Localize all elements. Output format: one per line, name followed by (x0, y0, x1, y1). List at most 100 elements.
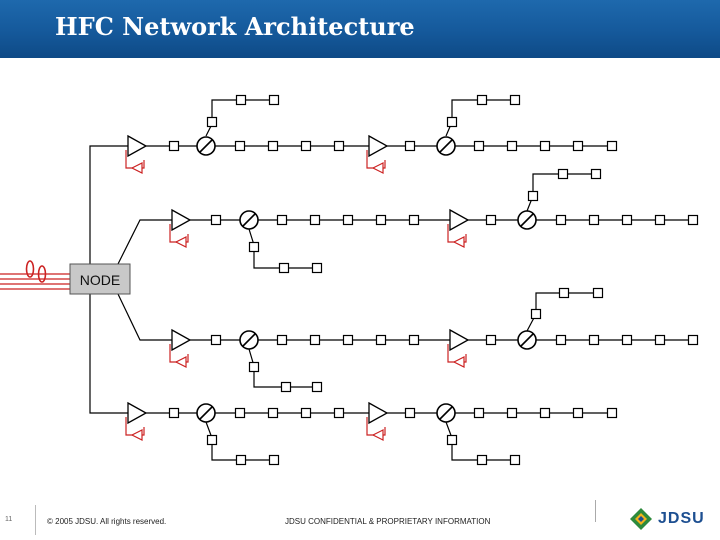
subscriber-box (248, 361, 260, 373)
subscriber-box (375, 334, 387, 346)
logo-text: JDSU (658, 510, 705, 527)
title-bar: HFC Network Architecture (0, 0, 720, 58)
tap-slash (520, 333, 534, 347)
subscriber-box (309, 214, 321, 226)
slide-title: HFC Network Architecture (55, 12, 415, 41)
footer-divider (35, 505, 36, 535)
subscriber-box (506, 140, 518, 152)
subscriber-box (539, 407, 551, 419)
cable-line (117, 293, 172, 341)
subscriber-box (473, 407, 485, 419)
subscriber-box (280, 381, 292, 393)
subscriber-box (509, 454, 521, 466)
subscriber-box (592, 287, 604, 299)
subscriber-drops (168, 94, 699, 466)
subscriber-box (527, 190, 539, 202)
confidential-text: JDSU CONFIDENTIAL & PROPRIETARY INFORMAT… (285, 517, 491, 526)
subscriber-box (485, 214, 497, 226)
amplifier (449, 208, 470, 232)
subscriber-box (606, 140, 618, 152)
cable-lines (89, 99, 695, 461)
cable-line (117, 219, 172, 265)
jdsu-logo-icon (630, 508, 652, 530)
subscriber-box (300, 407, 312, 419)
subscriber-box (446, 434, 458, 446)
amp-return-arrow (130, 429, 143, 441)
tap-slash (439, 139, 453, 153)
subscriber-box (234, 140, 246, 152)
subscriber-box (342, 214, 354, 226)
subscriber-box (268, 454, 280, 466)
cable-line (89, 145, 128, 264)
cable-line (248, 348, 317, 388)
tap-slash (520, 213, 534, 227)
subscriber-box (687, 334, 699, 346)
amplifier (368, 134, 389, 158)
amp-return-arrow (371, 429, 384, 441)
amplifier (127, 401, 148, 425)
node-box: NODE (69, 263, 131, 295)
subscriber-box (506, 407, 518, 419)
amp-return-arrow (130, 162, 143, 174)
subscriber-box (300, 140, 312, 152)
subscriber-box (404, 140, 416, 152)
node-label: NODE (80, 272, 120, 288)
subscriber-box (539, 140, 551, 152)
subscriber-box (590, 168, 602, 180)
amp-return-arrow (452, 236, 465, 248)
tap-slash (199, 139, 213, 153)
subscriber-box (268, 94, 280, 106)
subscriber-box (621, 214, 633, 226)
subscriber-box (333, 140, 345, 152)
amp-return-arrow (371, 162, 384, 174)
subscriber-box (168, 140, 180, 152)
subscriber-box (311, 381, 323, 393)
subscriber-box (276, 334, 288, 346)
subscriber-box (206, 116, 218, 128)
cable-line (89, 294, 128, 414)
subscriber-box (311, 262, 323, 274)
tap-slash (439, 406, 453, 420)
subscriber-box (476, 454, 488, 466)
subscriber-box (485, 334, 497, 346)
subscriber-box (588, 334, 600, 346)
amplifier (449, 328, 470, 352)
subscriber-box (234, 407, 246, 419)
fiber-coil (25, 260, 35, 278)
subscriber-box (530, 308, 542, 320)
jdsu-logo: JDSU (628, 506, 710, 532)
taps (196, 136, 537, 423)
subscriber-box (408, 334, 420, 346)
subscriber-box (446, 116, 458, 128)
page-number: 11 (5, 516, 13, 523)
subscriber-box (342, 334, 354, 346)
subscriber-box (333, 407, 345, 419)
amplifiers (125, 134, 470, 441)
fiber-feed (0, 260, 70, 290)
subscriber-box (555, 334, 567, 346)
subscriber-box (654, 334, 666, 346)
subscriber-box (408, 214, 420, 226)
amp-return-arrow (452, 356, 465, 368)
amplifier (127, 134, 148, 158)
footer-divider-right (595, 500, 596, 522)
subscriber-box (572, 140, 584, 152)
subscriber-box (509, 94, 521, 106)
subscriber-box (248, 241, 260, 253)
amplifier (171, 208, 192, 232)
cable-line (248, 228, 317, 269)
subscriber-box (210, 334, 222, 346)
amp-return-arrow (174, 356, 187, 368)
copyright-text: © 2005 JDSU. All rights reserved. (47, 517, 167, 526)
subscriber-box (588, 214, 600, 226)
subscriber-box (558, 287, 570, 299)
fiber-coil (37, 265, 47, 283)
subscriber-box (235, 94, 247, 106)
subscriber-box (276, 214, 288, 226)
tap-slash (199, 406, 213, 420)
subscriber-box (206, 434, 218, 446)
tap-slash (242, 333, 256, 347)
subscriber-box (267, 140, 279, 152)
subscriber-box (309, 334, 321, 346)
subscriber-box (404, 407, 416, 419)
